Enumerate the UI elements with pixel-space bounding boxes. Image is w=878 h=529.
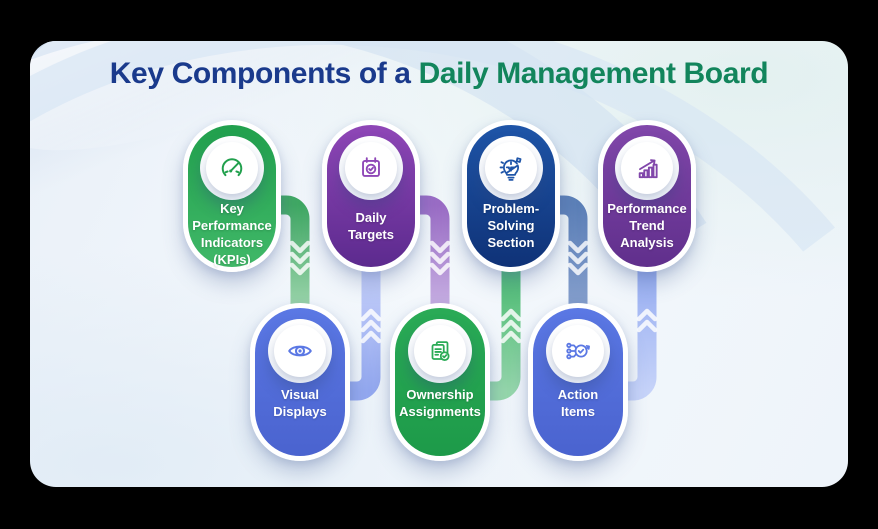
card-kpi: Key Performance Indicators (KPIs) bbox=[183, 120, 281, 272]
bar-growth-icon bbox=[638, 159, 658, 179]
connector-ownership-to-problem-solving bbox=[478, 261, 521, 401]
down-chevron-icon bbox=[567, 240, 589, 254]
icon-badge bbox=[408, 319, 472, 383]
card-title: Action Items bbox=[557, 386, 599, 419]
icon-badge bbox=[200, 136, 264, 200]
card-title: Ownership Assignments bbox=[399, 386, 481, 419]
gauge-icon bbox=[221, 158, 243, 177]
card-title: Daily Targets bbox=[348, 209, 394, 242]
card-title: Key Performance Indicators (KPIs) bbox=[192, 201, 272, 267]
up-chevron-icon bbox=[360, 308, 382, 322]
docs-check-icon bbox=[431, 341, 450, 361]
card-performance-trend: Performance Trend Analysis bbox=[598, 120, 696, 272]
up-chevron-icon bbox=[360, 330, 382, 344]
connector-visual-displays-to-daily-targets bbox=[338, 261, 381, 401]
page-title-highlight: Daily Management Board bbox=[418, 57, 769, 90]
card-title: Visual Displays bbox=[273, 386, 327, 419]
connector-action-items-to-performance-trend bbox=[616, 261, 657, 401]
card-ownership-assignments: Ownership Assignments bbox=[390, 303, 490, 461]
card-title: Problem- Solving Section bbox=[482, 201, 540, 250]
card-action-items: Action Items bbox=[528, 303, 628, 461]
calendar-check-icon bbox=[362, 157, 380, 177]
down-chevron-icon bbox=[567, 262, 589, 276]
icon-badge bbox=[268, 319, 332, 383]
icon-badge bbox=[479, 136, 543, 200]
card-daily-targets: Daily Targets bbox=[322, 120, 420, 272]
card-visual-displays: Visual Displays bbox=[250, 303, 350, 461]
bulb-puzzle-icon bbox=[499, 157, 522, 181]
up-chevron-icon bbox=[636, 319, 658, 333]
eye-icon bbox=[288, 345, 312, 357]
up-chevron-icon bbox=[500, 308, 522, 322]
card-problem-solving: Problem- Solving Section bbox=[462, 120, 560, 272]
up-chevron-icon bbox=[500, 330, 522, 344]
up-chevron-icon bbox=[636, 308, 658, 322]
icon-badge bbox=[546, 319, 610, 383]
up-chevron-icon bbox=[500, 319, 522, 333]
page-title-prefix: Key Components of a bbox=[109, 57, 411, 90]
icon-badge bbox=[339, 136, 403, 200]
icon-badge bbox=[615, 136, 679, 200]
up-chevron-icon bbox=[360, 319, 382, 333]
delegate-check-icon bbox=[566, 342, 590, 360]
down-chevron-icon bbox=[567, 251, 589, 265]
card-title: Performance Trend Analysis bbox=[607, 201, 687, 250]
flow-chevrons-up bbox=[360, 308, 658, 344]
